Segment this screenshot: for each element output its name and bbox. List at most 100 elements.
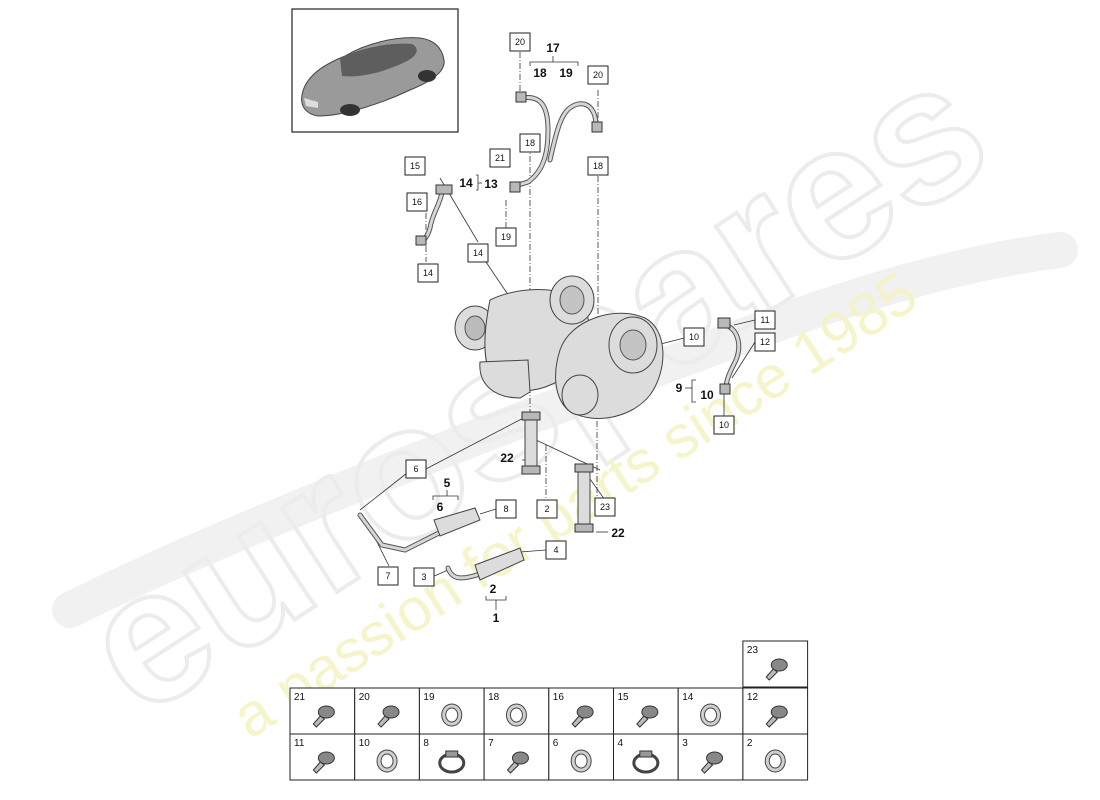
oil-supply-line-upper <box>509 91 603 193</box>
bolt-icon <box>571 705 594 728</box>
callout-2[interactable]: 2 <box>536 499 558 519</box>
grid-cell-number: 2 <box>747 738 753 749</box>
bolt-icon <box>312 705 335 728</box>
callout-21[interactable]: 21 <box>489 148 511 168</box>
svg-text:9: 9 <box>676 381 683 395</box>
callout-12[interactable]: 12 <box>754 332 776 352</box>
vehicle-thumbnail <box>291 8 459 133</box>
grid-cell-number: 3 <box>682 738 688 749</box>
callout-11[interactable]: 11 <box>754 310 776 330</box>
grid-cell-16[interactable]: 16 <box>548 687 614 735</box>
grid-cell-number: 6 <box>553 738 559 749</box>
callout-15[interactable]: 15 <box>404 156 426 176</box>
callout-14-left[interactable]: 14 <box>417 263 439 283</box>
grid-cell-number: 11 <box>294 738 305 749</box>
svg-text:18: 18 <box>525 138 535 148</box>
ring-icon <box>570 749 592 773</box>
grid-cell-2[interactable]: 2 <box>742 733 809 781</box>
grid-cell-number: 20 <box>359 692 371 703</box>
svg-text:1: 1 <box>493 611 500 625</box>
bolt-icon <box>765 705 788 728</box>
callout-18-right[interactable]: 18 <box>587 156 609 176</box>
grid-cell-19[interactable]: 19 <box>418 687 485 735</box>
callout-14-mid[interactable]: 14 <box>467 243 489 263</box>
svg-text:17: 17 <box>546 41 560 55</box>
callout-19[interactable]: 19 <box>495 227 517 247</box>
callouts: 20 20 18 18 21 19 15 16 14 14 10 10 11 1… <box>377 32 776 587</box>
callout-20-right[interactable]: 20 <box>587 65 609 85</box>
grid-cell-15[interactable]: 15 <box>613 687 679 735</box>
callout-20-left[interactable]: 20 <box>509 32 531 52</box>
grid-cell-23[interactable]: 23 <box>742 640 809 688</box>
svg-text:12: 12 <box>760 337 770 347</box>
svg-text:14: 14 <box>459 176 473 190</box>
grid-cell-11[interactable]: 11 <box>289 733 356 781</box>
svg-text:14: 14 <box>423 268 433 278</box>
svg-text:21: 21 <box>495 153 505 163</box>
svg-text:20: 20 <box>515 37 525 47</box>
svg-text:16: 16 <box>412 197 422 207</box>
callout-23[interactable]: 23 <box>594 497 616 517</box>
grid-cell-6[interactable]: 6 <box>548 733 614 781</box>
coolant-pipe-lower <box>357 507 525 581</box>
grid-cell-number: 12 <box>747 692 759 703</box>
grid-cell-number: 4 <box>618 738 624 749</box>
grid-cell-number: 21 <box>294 692 306 703</box>
grid-cell-7[interactable]: 7 <box>483 733 550 781</box>
svg-text:11: 11 <box>760 315 769 325</box>
svg-text:22: 22 <box>611 526 625 540</box>
grid-cell-number: 16 <box>553 692 565 703</box>
callout-10-upper[interactable]: 10 <box>683 327 705 347</box>
grid-cell-4[interactable]: 4 <box>613 733 679 781</box>
grid-cell-10[interactable]: 10 <box>354 733 420 781</box>
coolant-line-right <box>717 317 742 395</box>
grid-cell-number: 10 <box>359 738 371 749</box>
svg-text:6: 6 <box>437 500 444 514</box>
svg-text:5: 5 <box>444 476 451 490</box>
grid-cell-8[interactable]: 8 <box>418 733 485 781</box>
grid-cell-18[interactable]: 18 <box>483 687 550 735</box>
car-icon <box>301 37 445 117</box>
svg-text:8: 8 <box>503 504 508 514</box>
svg-text:2: 2 <box>544 504 549 514</box>
watermark: eurospares a passion for parts since 198… <box>45 17 1078 756</box>
group-labels: 17 18 19 14 13 9 10 22 22 5 6 2 1 <box>432 41 714 625</box>
callout-4[interactable]: 4 <box>545 540 567 560</box>
callout-8[interactable]: 8 <box>495 499 517 519</box>
svg-text:6: 6 <box>413 464 418 474</box>
svg-text:13: 13 <box>484 177 498 191</box>
grid-cell-number: 19 <box>423 692 435 703</box>
clamp-icon <box>632 750 660 774</box>
grid-cell-3[interactable]: 3 <box>677 733 744 781</box>
svg-text:18: 18 <box>533 66 547 80</box>
callout-10-lower[interactable]: 10 <box>713 415 735 435</box>
svg-text:10: 10 <box>700 388 714 402</box>
grid-cell-number: 7 <box>488 738 494 749</box>
callout-7[interactable]: 7 <box>377 566 399 586</box>
callout-6[interactable]: 6 <box>405 459 427 479</box>
callout-18-left[interactable]: 18 <box>519 133 541 153</box>
grid-cell-14[interactable]: 14 <box>677 687 744 735</box>
bolt-icon <box>700 751 724 774</box>
bolt-icon <box>377 705 400 728</box>
callout-16[interactable]: 16 <box>406 192 428 212</box>
svg-text:7: 7 <box>385 571 390 581</box>
svg-text:22: 22 <box>500 451 514 465</box>
grid-cell-20[interactable]: 20 <box>354 687 420 735</box>
grid-cell-12[interactable]: 12 <box>742 687 809 735</box>
svg-text:19: 19 <box>559 66 573 80</box>
grid-cell-number: 8 <box>423 738 429 749</box>
svg-text:19: 19 <box>501 232 511 242</box>
ring-icon <box>764 749 786 773</box>
svg-text:20: 20 <box>593 70 603 80</box>
svg-text:10: 10 <box>719 420 729 430</box>
clamp-icon <box>438 750 466 774</box>
grid-cell-number: 18 <box>488 692 500 703</box>
ring-icon <box>441 703 463 727</box>
grid-cell-21[interactable]: 21 <box>289 687 356 735</box>
callout-3[interactable]: 3 <box>413 567 435 587</box>
grid-cell-number: 15 <box>618 692 630 703</box>
grid-cell-number: 23 <box>747 645 759 656</box>
